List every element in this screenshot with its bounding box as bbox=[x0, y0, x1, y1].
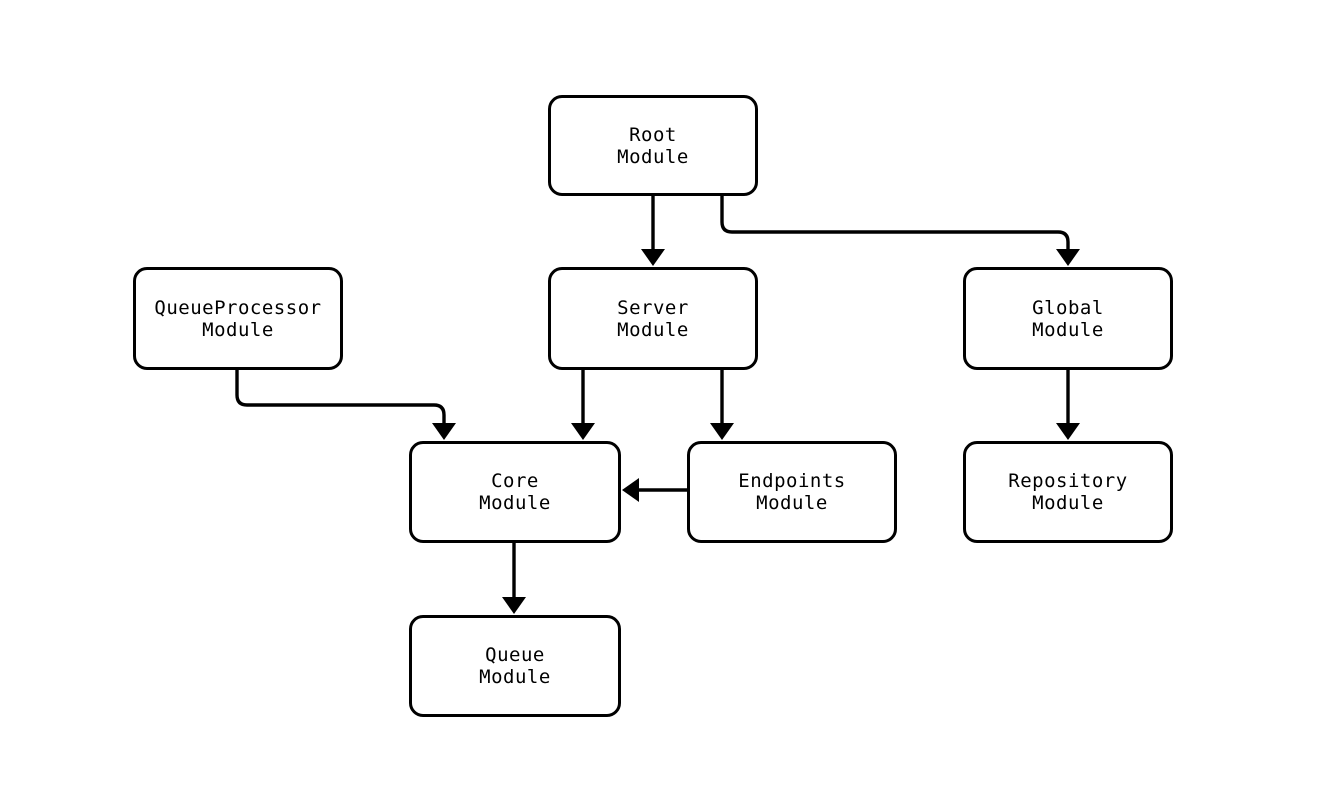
node-queueprocessor-label: QueueProcessor Module bbox=[154, 296, 322, 341]
arrowhead-queueprocessor-core bbox=[432, 423, 456, 440]
node-global[interactable]: Global Module bbox=[963, 267, 1173, 370]
node-repository-label: Repository Module bbox=[1008, 470, 1128, 514]
node-endpoints[interactable]: Endpoints Module bbox=[687, 441, 897, 543]
node-endpoints-label: Endpoints Module bbox=[738, 470, 846, 514]
edge-root-global bbox=[720, 196, 1070, 257]
node-root[interactable]: Root Module bbox=[548, 95, 758, 196]
node-queue[interactable]: Queue Module bbox=[409, 615, 621, 717]
node-global-label: Global Module bbox=[1032, 296, 1104, 341]
arrowhead-global-repository bbox=[1056, 423, 1080, 440]
arrowhead-server-endpoints bbox=[710, 423, 734, 440]
node-repository[interactable]: Repository Module bbox=[963, 441, 1173, 543]
node-queueprocessor[interactable]: QueueProcessor Module bbox=[133, 267, 343, 370]
arrowhead-root-global bbox=[1056, 249, 1080, 266]
node-queue-label: Queue Module bbox=[479, 644, 551, 688]
arrowhead-server-core bbox=[571, 423, 595, 440]
node-root-label: Root Module bbox=[617, 123, 689, 168]
arrowhead-root-server bbox=[641, 249, 665, 266]
node-server[interactable]: Server Module bbox=[548, 267, 758, 370]
node-core-label: Core Module bbox=[479, 470, 551, 514]
edge-queueprocessor-core bbox=[235, 370, 446, 431]
arrowhead-core-queue bbox=[502, 597, 526, 614]
node-server-label: Server Module bbox=[617, 296, 689, 341]
arrowhead-endpoints-core bbox=[622, 478, 639, 502]
node-core[interactable]: Core Module bbox=[409, 441, 621, 543]
